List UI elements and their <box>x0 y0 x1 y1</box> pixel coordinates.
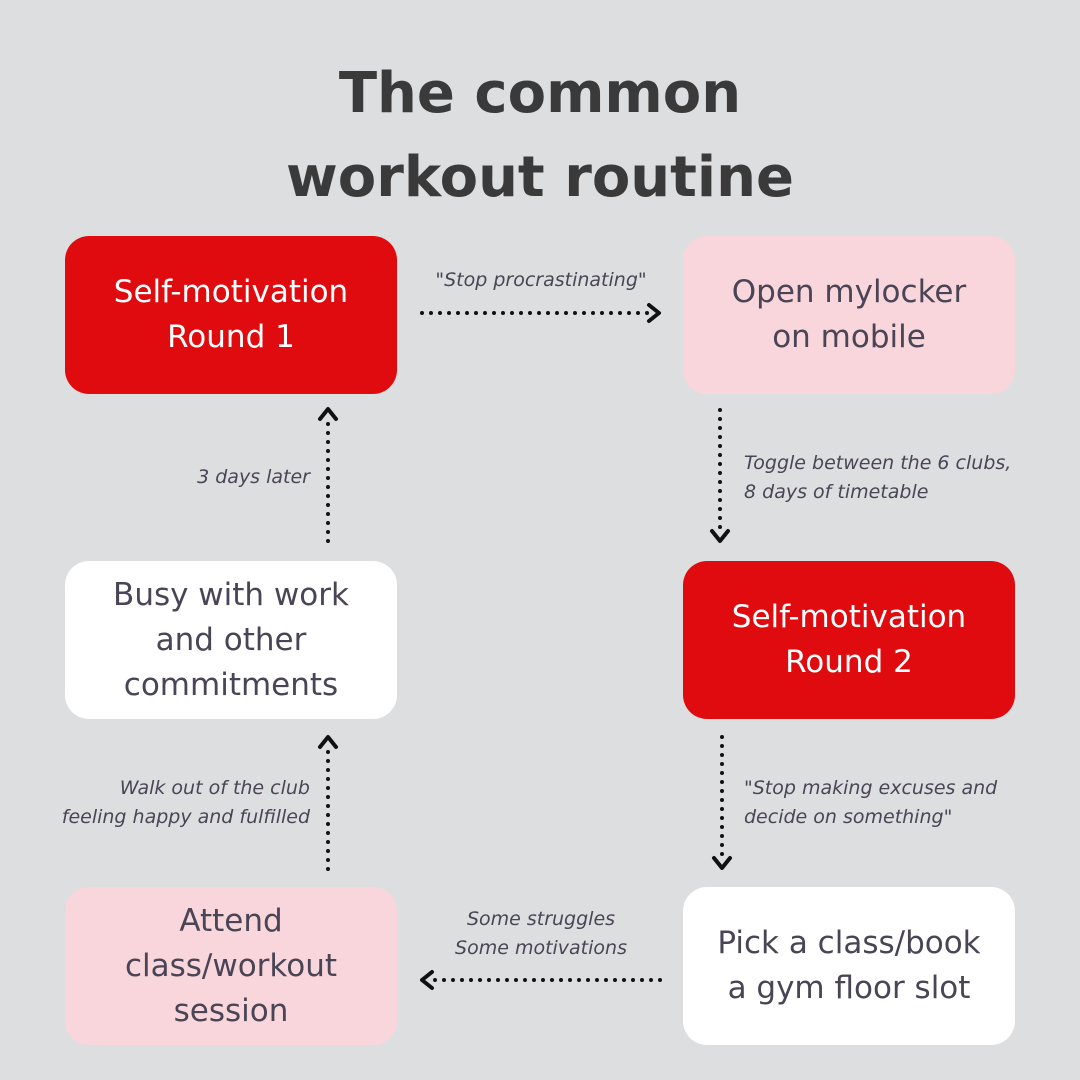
node-text: class/workout <box>124 947 338 984</box>
arrow-sm1-to-open <box>420 303 661 323</box>
edge-label-text: Walk out of the club <box>119 777 310 799</box>
title-line-2: workout routine <box>286 145 794 210</box>
arrow-busy-to-sm1 <box>318 407 338 543</box>
node-text: and other <box>155 621 307 658</box>
edge-label-three-days: 3 days later <box>110 463 310 492</box>
arrow-attend-to-busy <box>318 735 338 871</box>
edge-label-stop-procrastinating: "Stop procrastinating" <box>400 266 682 295</box>
node-text: Self-motivation <box>731 599 967 635</box>
edge-label-struggles: Some struggles Some motivations <box>420 905 662 963</box>
node-self-motivation-round-1: Self-motivation Round 1 <box>65 236 397 394</box>
edge-label-text: feeling happy and fulfilled <box>61 806 310 828</box>
node-text: Self-motivation <box>113 274 349 310</box>
node-text: Open mylocker <box>731 274 967 310</box>
arrow-open-to-sm2 <box>710 408 730 543</box>
node-text: commitments <box>123 666 339 703</box>
edge-label-text: 8 days of timetable <box>744 481 929 503</box>
node-open-mylocker: Open mylocker on mobile <box>683 236 1015 394</box>
page-title: The common workout routine <box>0 52 1080 220</box>
edge-label-text: decide on something" <box>744 806 953 828</box>
node-text: on mobile <box>772 319 926 355</box>
edge-label-text: "Stop making excuses and <box>744 777 998 799</box>
title-line-1: The common <box>338 61 742 126</box>
edge-label-text: Some motivations <box>455 937 627 959</box>
edge-label-text: Some struggles <box>466 908 616 930</box>
edge-label-text: Toggle between the 6 clubs, <box>744 452 1012 474</box>
node-text: Attend <box>179 902 283 939</box>
arrow-pick-to-attend <box>420 970 662 990</box>
edge-label-toggle: Toggle between the 6 clubs, 8 days of ti… <box>744 449 1011 507</box>
node-text: Pick a class/book <box>717 925 981 961</box>
node-text: session <box>173 992 289 1029</box>
node-pick-a-class: Pick a class/book a gym floor slot <box>683 887 1015 1045</box>
node-text: Round 2 <box>785 644 913 680</box>
node-self-motivation-round-2: Self-motivation Round 2 <box>683 561 1015 719</box>
edge-label-stop-excuses: "Stop making excuses and decide on somet… <box>744 774 997 832</box>
arrow-sm2-to-pick <box>712 735 732 870</box>
node-text: Busy with work <box>113 576 349 613</box>
edge-label-text: "Stop procrastinating" <box>435 269 647 291</box>
edge-label-text: 3 days later <box>197 466 310 488</box>
edge-label-walk-out: Walk out of the club feeling happy and f… <box>10 774 310 832</box>
node-attend-session: Attend class/workout session <box>65 887 397 1045</box>
node-busy-with-work: Busy with work and other commitments <box>65 561 397 719</box>
node-text: Round 1 <box>167 319 295 355</box>
node-text: a gym floor slot <box>727 970 971 1006</box>
